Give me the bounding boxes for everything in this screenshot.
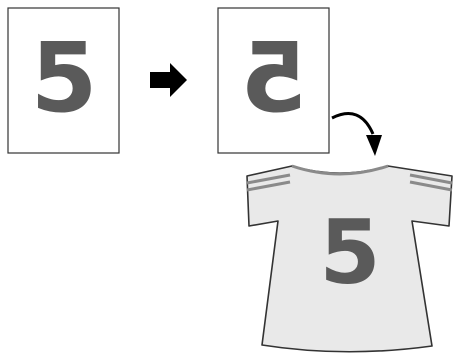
right-sleeve-stripe — [409, 173, 453, 185]
source-sheet-digit: 5 — [31, 22, 98, 134]
transfer-sheet: 5 — [217, 7, 330, 154]
left-sleeve-stripe — [246, 180, 291, 192]
right-sleeve-stripe — [409, 180, 453, 192]
transfer-sheet-paper — [217, 7, 330, 154]
left-sleeve-stripe — [246, 173, 291, 185]
t-shirt-collar — [291, 164, 389, 176]
right-arrow-icon — [150, 63, 187, 97]
curved-arrow-icon — [331, 112, 382, 156]
t-shirt: 5 — [246, 164, 453, 353]
transfer-sheet-digit: 5 — [241, 22, 308, 134]
source-sheet-paper — [7, 7, 120, 154]
t-shirt-digit: 5 — [319, 201, 380, 304]
source-sheet: 5 — [7, 7, 120, 154]
